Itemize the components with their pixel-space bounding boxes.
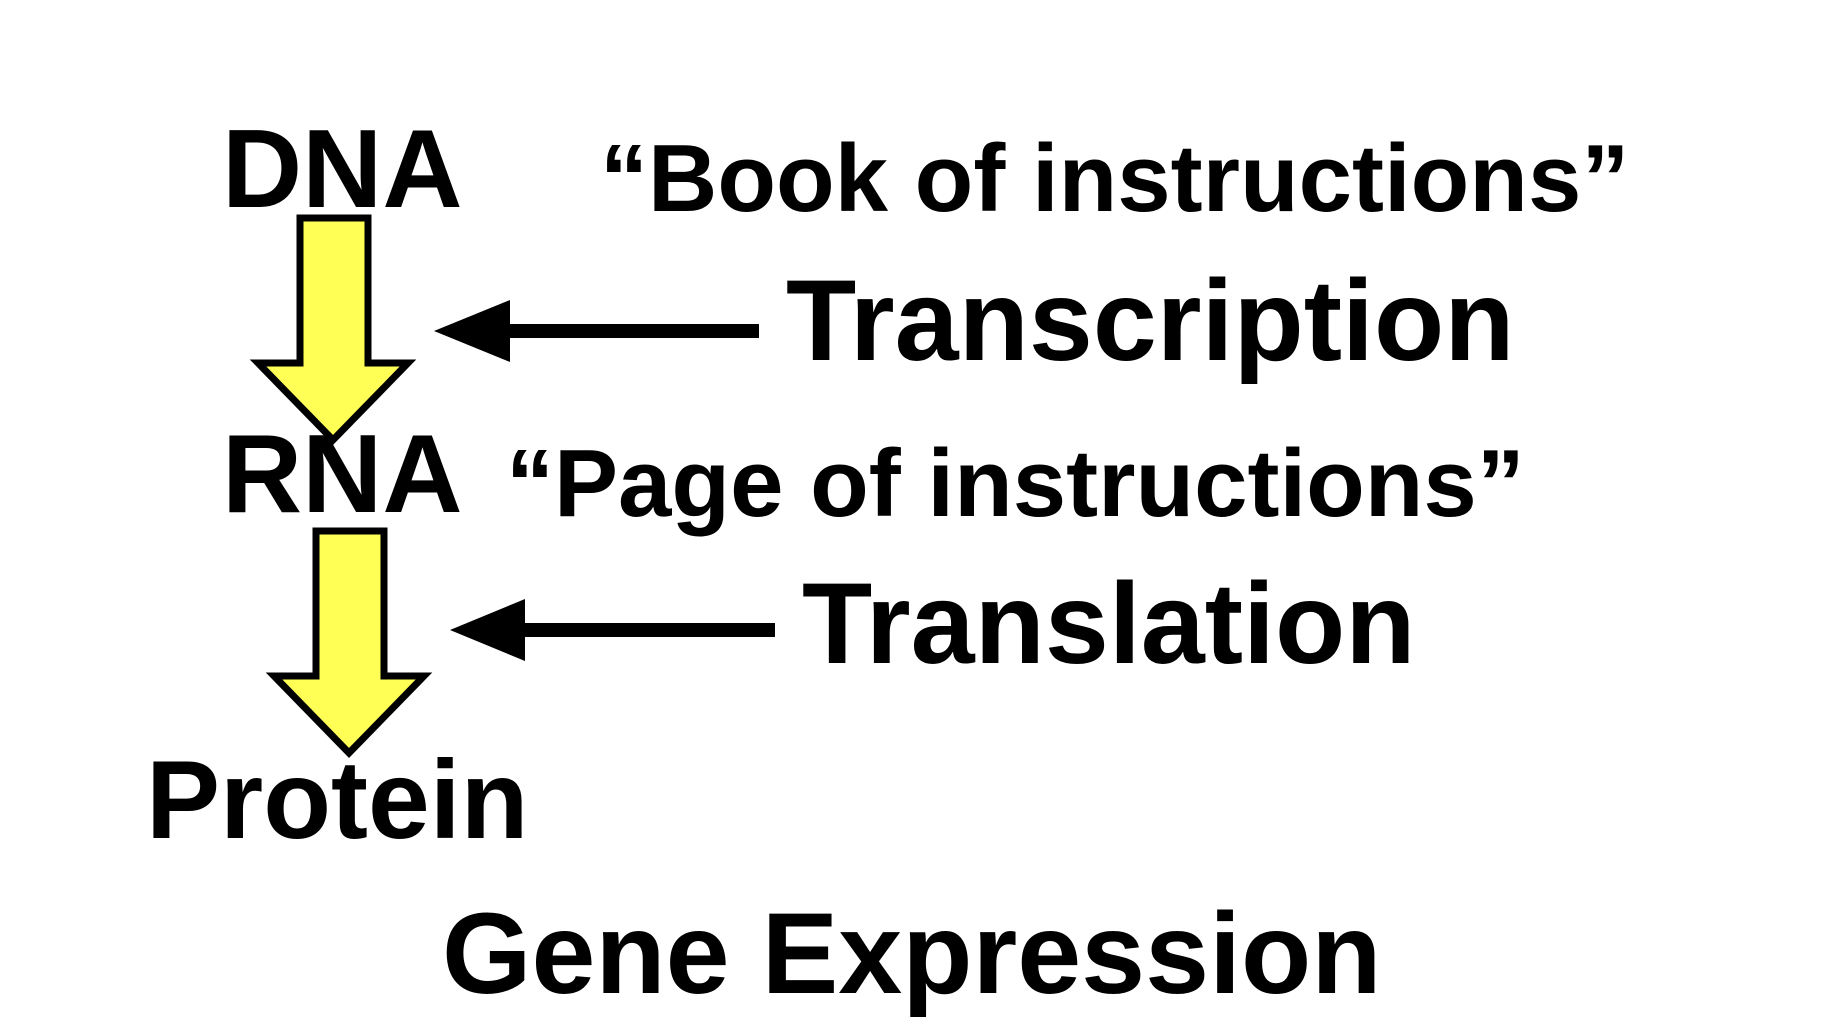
transcription-pointer-arrow: [434, 300, 759, 362]
translation-label: Translation: [802, 560, 1416, 688]
dna-label: DNA: [222, 107, 463, 231]
translation-pointer-arrow: [450, 599, 775, 661]
dna-to-rna-arrow: [249, 214, 417, 446]
rna-description: “Page of instructions”: [506, 430, 1525, 537]
protein-label: Protein: [146, 738, 529, 862]
rna-to-protein-arrow: [265, 527, 433, 759]
dna-description: “Book of instructions”: [600, 125, 1630, 232]
transcription-label: Transcription: [786, 257, 1515, 385]
diagram-title: Gene Expression: [442, 890, 1382, 1018]
rna-label: RNA: [222, 412, 463, 536]
